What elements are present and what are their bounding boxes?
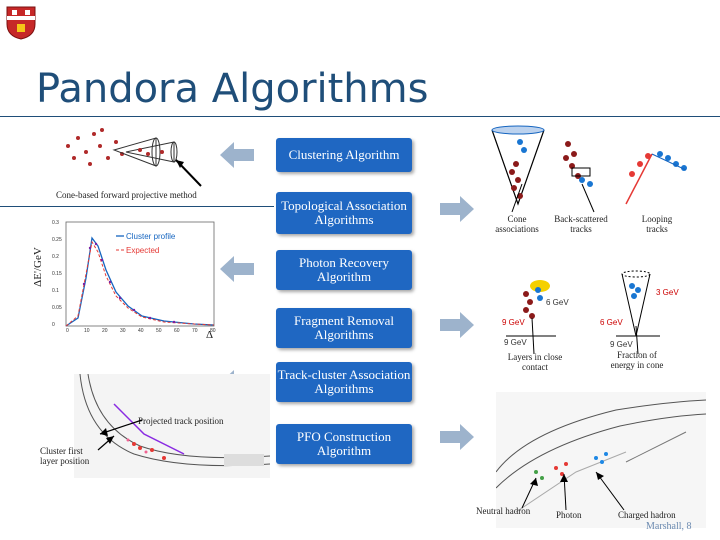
energy-label-3gev: 3 GeV	[656, 288, 679, 297]
caption-fraction-energy: Fraction of energy in cone	[610, 350, 664, 370]
pointer-arrow-icon	[97, 419, 143, 451]
algo-box-topological: Topological Association Algorithms	[276, 192, 412, 234]
arrow-left-icon	[220, 142, 254, 168]
plot-x-axis-label: Δ	[206, 329, 214, 341]
caption-cone-associations: Cone associations	[495, 214, 539, 234]
caption-layers-close-contact: Layers in close contact	[507, 352, 563, 372]
title-underline	[0, 116, 720, 117]
arrow-right-icon	[440, 312, 474, 338]
algo-box-clustering: Clustering Algorithm	[276, 138, 412, 172]
arrow-left-icon	[220, 256, 254, 282]
caption-photon: Photon	[556, 510, 582, 520]
energy-label-9gev: 9 GeV	[502, 318, 525, 327]
caption-cone-method: Cone-based forward projective method	[56, 190, 197, 200]
algo-box-track-cluster: Track-cluster Association Algorithms	[276, 362, 412, 402]
algo-box-pfo-construction: PFO Construction Algorithm	[276, 424, 412, 464]
plot-y-ticks: 0.3 0.25 0.2 0.15 0.1 0.05 0	[52, 220, 62, 328]
track-cluster-event-image	[74, 373, 271, 478]
caption-charged-hadron: Charged hadron	[618, 510, 676, 520]
plot-x-ticks: 0 10 20 30 40 50 60 70 80	[66, 328, 216, 334]
caption-cluster-first-layer: Cluster first layer position	[40, 446, 90, 466]
fragment-removal-figure	[496, 266, 712, 356]
pointer-arrow-icon	[521, 471, 625, 511]
slide-title: Pandora Algorithms	[36, 66, 429, 112]
pfo-event-display	[495, 392, 707, 528]
plot-y-axis-label: ΔE'/GeV	[32, 247, 44, 287]
energy-label-9gev-track: 9 GeV	[504, 338, 527, 347]
plot-legend-profile: Cluster profile	[126, 232, 176, 241]
slide-footer: Marshall, 8	[646, 521, 692, 532]
cone-method-figure	[56, 124, 206, 188]
arrow-right-icon	[440, 424, 474, 450]
energy-label-6gev: 6 GeV	[546, 298, 569, 307]
energy-label-9gev-cone: 9 GeV	[610, 340, 633, 349]
caption-projected-track: Projected track position	[138, 416, 224, 426]
caption-neutral-hadron: Neutral hadron	[476, 506, 531, 516]
topological-figure	[482, 124, 702, 214]
caption-back-scattered: Back-scattered tracks	[554, 214, 608, 234]
algo-box-photon-recovery: Photon Recovery Algorithm	[276, 250, 412, 290]
section-rule	[0, 206, 274, 207]
energy-label-6gev-cone: 6 GeV	[600, 318, 623, 327]
caption-looping-tracks: Looping tracks	[641, 214, 673, 234]
arrow-right-icon	[440, 196, 474, 222]
plot-legend-expected: Expected	[126, 246, 160, 255]
algo-box-fragment-removal: Fragment Removal Algorithms	[276, 308, 412, 348]
university-crest-logo	[6, 6, 36, 40]
photon-profile-plot	[44, 218, 220, 344]
